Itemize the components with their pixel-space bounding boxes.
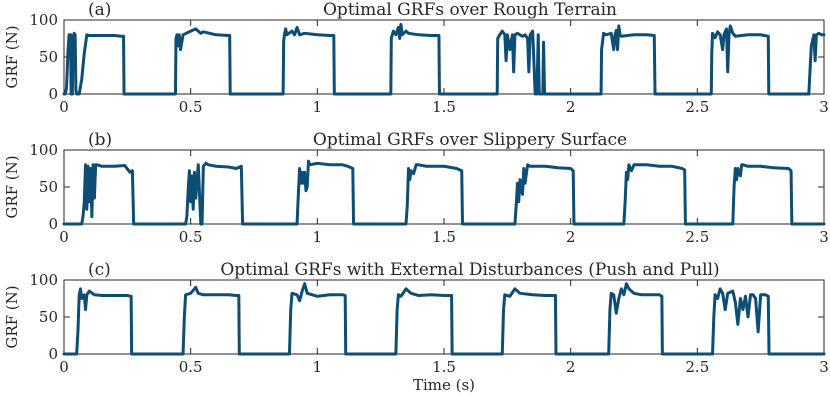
x-axis-label: Time (s) — [413, 376, 475, 394]
y-tick-label: 50 — [39, 308, 58, 326]
x-tick-label: 0 — [59, 358, 69, 376]
chart-title: Optimal GRFs with External Disturbances … — [220, 260, 719, 280]
x-tick-label: 1 — [313, 98, 323, 116]
x-tick-label: 0 — [59, 228, 69, 246]
x-tick-label: 2 — [566, 98, 576, 116]
panel-label: (c) — [88, 260, 111, 280]
x-tick-label: 1 — [313, 228, 323, 246]
x-tick-label: 1.5 — [432, 358, 456, 376]
chart-panel-1: 0 0.5 1 1.5 2 2.5 3 0 50 100 Optimal GRFs over Rou… — [3, 0, 829, 116]
plot-area-frame — [63, 149, 825, 225]
y-tick-label: 50 — [39, 48, 58, 66]
x-tick-label: 2 — [566, 358, 576, 376]
plot-area-frame — [63, 279, 825, 355]
x-tick-label: 3 — [819, 98, 829, 116]
y-tick-label: 100 — [29, 11, 58, 29]
y-axis-label: GRF (N) — [3, 25, 21, 88]
panel-label: (b) — [88, 130, 112, 150]
chart-panel-3: 0 0.5 1 1.5 2 2.5 3 0 50 100 Optimal GRFs with Ext… — [3, 260, 829, 394]
y-tick-label: 0 — [48, 85, 58, 103]
x-tick-label: 1 — [313, 358, 323, 376]
x-tick-label: 2 — [566, 228, 576, 246]
series-line-1 — [62, 282, 826, 356]
series-line-1 — [62, 22, 826, 96]
x-tick-label: 0 — [59, 98, 69, 116]
x-tick-label: 1.5 — [432, 228, 456, 246]
series-line-1 — [62, 159, 826, 226]
y-tick-label: 0 — [48, 215, 58, 233]
y-axis-label: GRF (N) — [3, 285, 21, 348]
x-tick-label: 1.5 — [432, 98, 456, 116]
x-tick-label: 3 — [819, 228, 829, 246]
chart-title: Optimal GRFs over Slippery Surface — [313, 130, 627, 150]
x-tick-label: 2.5 — [685, 228, 709, 246]
x-tick-label: 2.5 — [685, 98, 709, 116]
y-tick-label: 100 — [29, 271, 58, 289]
panel-label: (a) — [88, 0, 111, 20]
x-tick-label: 0.5 — [179, 98, 203, 116]
y-axis-label: GRF (N) — [3, 155, 21, 218]
x-tick-label: 2.5 — [685, 358, 709, 376]
x-tick-label: 0.5 — [179, 358, 203, 376]
x-tick-label: 0.5 — [179, 228, 203, 246]
x-tick-label: 3 — [819, 358, 829, 376]
chart-panel-2: 0 0.5 1 1.5 2 2.5 3 0 50 100 Optimal GRFs over Sli… — [3, 130, 829, 246]
chart-title: Optimal GRFs over Rough Terrain — [323, 0, 617, 20]
y-tick-label: 50 — [39, 178, 58, 196]
y-tick-label: 0 — [48, 345, 58, 363]
y-tick-label: 100 — [29, 141, 58, 159]
